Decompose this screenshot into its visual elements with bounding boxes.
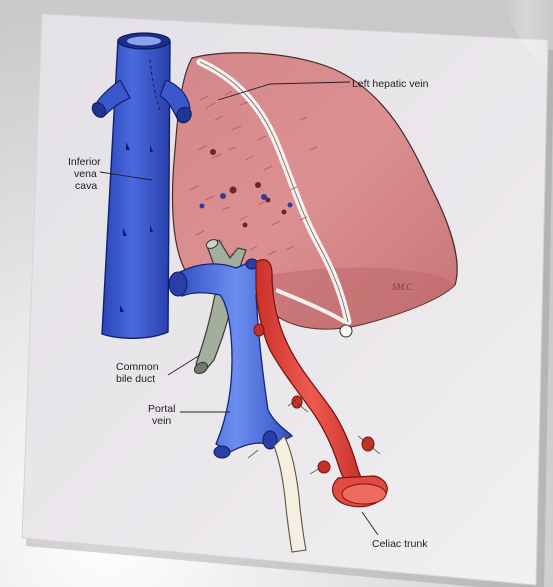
label-portal-2: vein [152,415,171,427]
label-celiac-trunk: Celiac trunk [372,538,428,550]
svg-text:SM.C: SM.C [392,282,413,292]
round-ligament-tip [340,325,352,337]
label-left-hepatic-vein: Left hepatic vein [352,78,429,90]
label-cbd-2: bile duct [116,373,155,385]
label-ivc-1: Inferior [68,156,101,168]
label-ivc-2: vena [74,168,97,180]
label-portal-1: Portal [148,403,175,415]
label-ivc-3: cava [75,180,97,192]
label-cbd-1: Common [116,361,159,373]
